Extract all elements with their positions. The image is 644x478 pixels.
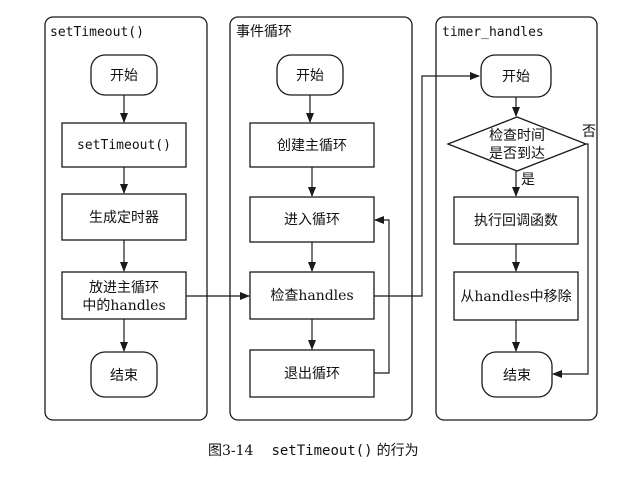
lane-event-loop [229,16,413,421]
right-decision-node [446,116,588,172]
lane-settimeout-title: setTimeout() [50,25,144,40]
arrow-check-handles-to-timer-start [374,72,480,297]
caption-text: 的行为 [377,443,419,459]
right-decision-yes-label: 是 [521,172,535,188]
left-put-handles-label-line1: 放进主循环 [89,280,159,296]
left-generate-timer-node [61,193,187,241]
left-put-handles-node [61,271,187,320]
middle-check-handles-node [249,271,375,320]
middle-check-handles-label: 检查handles [270,288,353,304]
lane-settimeout [44,16,208,421]
middle-exit-loop-label: 退出循环 [284,366,340,382]
left-start-label: 开始 [110,68,138,84]
right-decision-no-label: 否 [582,124,596,140]
left-settimeout-label: setTimeout() [77,138,171,153]
caption-code: setTimeout() [271,443,372,459]
lane-timer-handles-title: timer_handles [442,25,544,40]
left-generate-timer-label: 生成定时器 [89,210,159,226]
right-run-callback-label: 执行回调函数 [474,213,558,229]
left-end-node [90,351,158,398]
middle-create-loop-node [249,122,375,168]
left-put-handles-label-line2: 中的handles [82,298,165,314]
middle-start-label: 开始 [296,68,324,84]
right-decision-label-line1: 检查时间 [489,128,545,144]
caption-figure-number: 图3-14 [208,443,254,459]
right-end-label: 结束 [503,368,531,384]
arrow-right-decision-no [552,143,589,378]
right-decision-label-line2: 是否到达 [489,146,545,162]
lane-timer-handles [435,16,598,421]
left-end-label: 结束 [110,368,138,384]
middle-exit-loop-node [249,349,375,398]
right-start-label: 开始 [502,69,530,85]
middle-create-loop-label: 创建主循环 [277,138,347,154]
right-remove-label: 从handles中移除 [460,289,571,305]
middle-enter-loop-label: 进入循环 [284,212,340,228]
right-run-callback-node [453,196,579,245]
figure-caption: 图3-14 setTimeout() 的行为 [208,442,419,459]
lane-event-loop-title: 事件循环 [236,24,292,40]
